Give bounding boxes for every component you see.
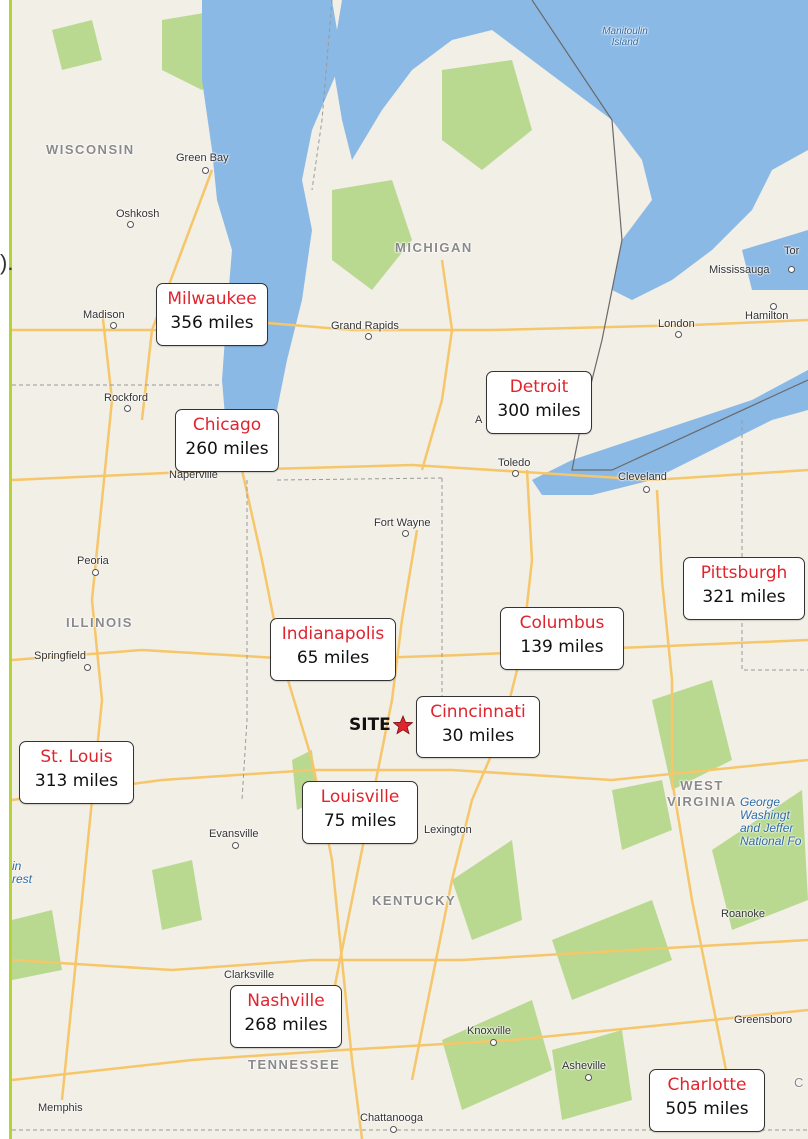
site-label: SITE — [349, 715, 391, 735]
city-dot — [127, 221, 134, 228]
region-tennessee: TENNESSEE — [248, 1057, 341, 1072]
callout-distance: 268 miles — [244, 1015, 328, 1035]
callout-distance: 260 miles — [185, 439, 269, 459]
place-peoria: Peoria — [77, 555, 109, 567]
place-rockford: Rockford — [104, 392, 149, 404]
callout-distance: 300 miles — [497, 401, 581, 421]
city-dot — [84, 664, 91, 671]
place-london: London — [658, 318, 695, 330]
region-wisconsin: WISCONSIN — [46, 142, 135, 157]
callout-distance: 321 miles — [702, 587, 786, 607]
place-grand-rapids: Grand Rapids — [331, 320, 399, 332]
callout-pittsburgh[interactable]: Pittsburgh 321 miles — [683, 557, 805, 620]
callout-chicago[interactable]: Chicago 260 miles — [175, 409, 279, 472]
place-oshkosh: Oshkosh — [116, 208, 160, 220]
callout-city: Charlotte — [667, 1075, 747, 1095]
city-dot — [390, 1126, 397, 1133]
callout-city: Louisville — [320, 787, 400, 807]
callout-cincinnati[interactable]: Cinncinnati 30 miles — [416, 696, 540, 758]
callout-city: St. Louis — [40, 747, 113, 767]
city-dot — [110, 322, 117, 329]
city-dot — [585, 1074, 592, 1081]
place-asheville: Asheville — [562, 1060, 607, 1072]
place-knoxville: Knoxville — [467, 1025, 512, 1037]
callout-detroit[interactable]: Detroit 300 miles — [486, 371, 592, 434]
place-cleveland: Cleveland — [618, 471, 667, 483]
callout-city: Detroit — [509, 377, 569, 397]
stray-text: ). — [0, 250, 14, 275]
city-dot — [202, 167, 209, 174]
place-memphis: Memphis — [38, 1102, 83, 1114]
city-dot — [490, 1039, 497, 1046]
place-partial-c: C — [794, 1075, 804, 1090]
callout-city: Chicago — [192, 415, 262, 435]
map[interactable]: Green Bay Oshkosh Madison Grand Rapids R… — [12, 0, 808, 1139]
callout-distance: 30 miles — [441, 726, 515, 746]
callout-milwaukee[interactable]: Milwaukee 356 miles — [156, 283, 268, 346]
region-illinois: ILLINOIS — [66, 615, 133, 630]
city-dot — [92, 569, 99, 576]
lakes — [202, 0, 808, 495]
callout-city: Cinncinnati — [430, 702, 526, 722]
place-toronto-partial: Tor — [784, 245, 800, 257]
callout-nashville[interactable]: Nashville 268 miles — [230, 985, 342, 1048]
city-dot — [512, 470, 519, 477]
city-dot — [643, 486, 650, 493]
place-toledo: Toledo — [498, 457, 531, 469]
city-dot — [124, 405, 131, 412]
city-dot — [402, 530, 409, 537]
callout-city: Milwaukee — [167, 289, 257, 309]
place-springfield: Springfield — [34, 650, 86, 662]
map-canvas — [12, 0, 808, 1139]
place-partial-a: A — [475, 414, 483, 426]
place-lexington: Lexington — [424, 824, 472, 836]
star-icon — [393, 715, 413, 735]
place-naperville: Naperville — [169, 469, 218, 481]
callout-distance: 356 miles — [170, 313, 254, 333]
callout-louisville[interactable]: Louisville 75 miles — [302, 781, 418, 844]
place-roanoke: Roanoke — [721, 908, 766, 920]
park-label-partial: in rest — [12, 859, 33, 886]
place-chattanooga: Chattanooga — [360, 1112, 423, 1124]
place-hamilton: Hamilton — [745, 310, 789, 322]
callout-st-louis[interactable]: St. Louis 313 miles — [19, 741, 134, 804]
callout-distance: 139 miles — [520, 637, 604, 657]
park-label-george-washington: George Washingt and Jeffer National Fo — [740, 795, 802, 848]
region-west-virginia: WEST VIRGINIA — [667, 778, 737, 809]
region-michigan: MICHIGAN — [395, 240, 473, 255]
callout-charlotte[interactable]: Charlotte 505 miles — [649, 1069, 765, 1132]
callout-city: Pittsburgh — [700, 563, 788, 583]
place-green-bay: Green Bay — [176, 152, 229, 164]
place-mississauga: Mississauga — [709, 264, 770, 276]
city-dot — [232, 842, 239, 849]
place-greensboro: Greensboro — [734, 1014, 793, 1026]
place-fort-wayne: Fort Wayne — [374, 517, 431, 529]
callout-city: Nashville — [247, 991, 325, 1011]
callout-distance: 65 miles — [296, 648, 370, 668]
place-madison: Madison — [83, 309, 125, 321]
callout-columbus[interactable]: Columbus 139 miles — [500, 607, 624, 670]
callout-city: Columbus — [519, 613, 605, 633]
city-dot — [365, 333, 372, 340]
state-borders — [12, 0, 808, 1131]
callout-city: Indianapolis — [281, 624, 385, 644]
accent-bar — [9, 0, 12, 1139]
place-evansville: Evansville — [209, 828, 259, 840]
city-dot — [675, 331, 682, 338]
city-dot — [788, 266, 795, 273]
callout-distance: 505 miles — [665, 1099, 749, 1119]
callout-distance: 313 miles — [34, 771, 119, 791]
region-kentucky: KENTUCKY — [372, 893, 457, 908]
national-border — [531, 0, 808, 471]
callout-indianapolis[interactable]: Indianapolis 65 miles — [270, 618, 396, 681]
callout-distance: 75 miles — [323, 811, 397, 831]
water-label-manitoulin: Manitoulin Island — [602, 26, 648, 48]
place-clarksville: Clarksville — [224, 969, 275, 981]
city-dot — [770, 303, 777, 310]
